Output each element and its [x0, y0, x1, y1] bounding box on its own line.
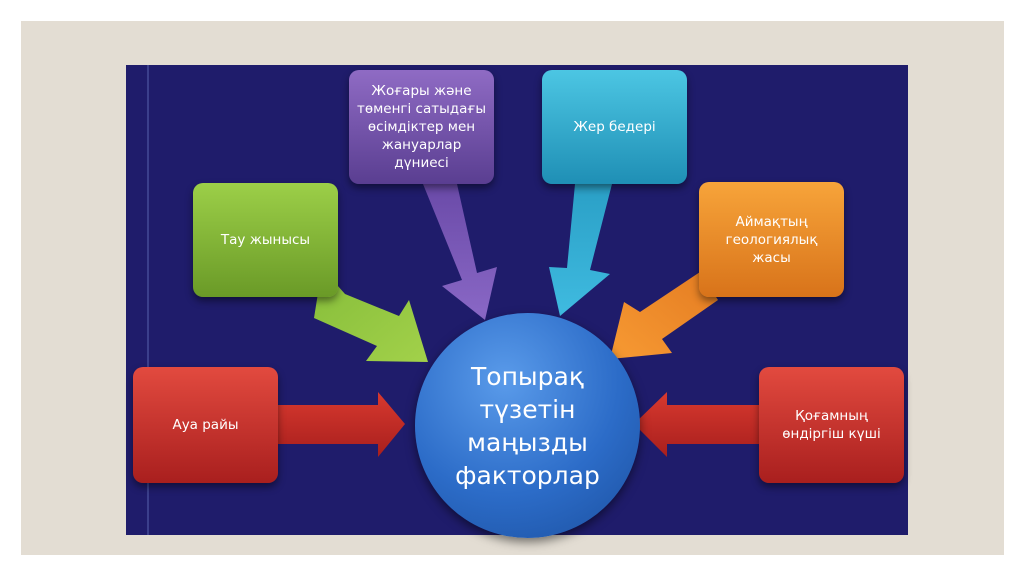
arrow-red-right [634, 392, 760, 457]
factor-human-activity: Қоғамның өндіргіш күші [759, 367, 904, 483]
factor-relief: Жер бедері [542, 70, 687, 184]
factor-parent-rock: Тау жынысы [193, 183, 338, 297]
arrow-teal [549, 184, 612, 316]
arrow-orange [610, 272, 718, 359]
arrow-red-left [278, 392, 405, 457]
factor-climate: Ауа райы [133, 367, 278, 483]
factor-geological-age: Аймақтың геологиялық жасы [699, 182, 844, 297]
arrow-purple [423, 184, 497, 320]
center-circle: Топырақ түзетін маңызды факторлар [415, 313, 640, 538]
factor-flora-fauna: Жоғары және төменгі сатыдағы өсімдіктер … [349, 70, 494, 184]
slide-edge-line [147, 65, 149, 535]
center-title: Топырақ түзетін маңызды факторлар [455, 361, 600, 490]
arrow-green [314, 268, 428, 362]
